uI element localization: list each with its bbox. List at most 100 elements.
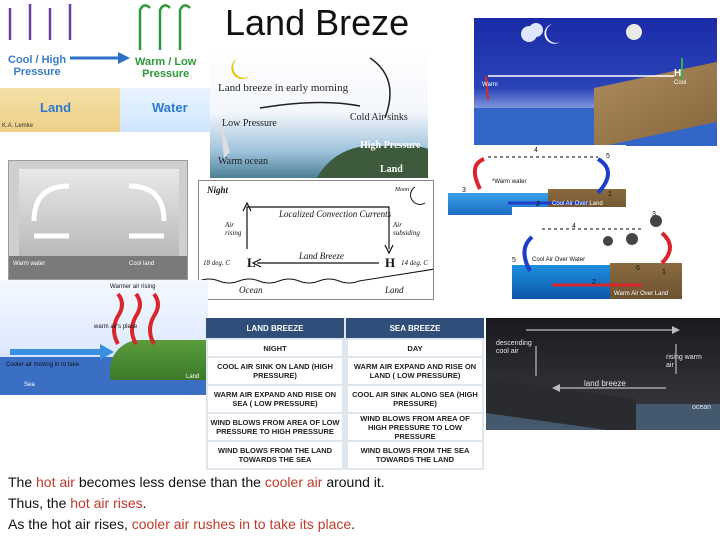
- night-scene-shapes: [485, 23, 683, 101]
- low-pressure-label: Low Pressure: [222, 118, 277, 129]
- night-label: Night: [207, 185, 229, 195]
- body-line-3: As the hot air rises, cooler air rushes …: [8, 516, 356, 532]
- warm-air-rising-diagram: Warmer air rising warm air's place Coole…: [0, 280, 208, 395]
- step-6: 6: [636, 265, 640, 272]
- gray-circulation-diagram: Warm water Cool land: [8, 160, 188, 280]
- land-area: [110, 340, 208, 380]
- water-label: Water: [152, 100, 188, 115]
- high-pressure-label: High Pressure: [360, 140, 421, 151]
- body-line-2: Thus, the hot air rises.: [8, 495, 147, 511]
- convection-title: Localized Convection Currents: [279, 209, 392, 219]
- sky-area: [19, 169, 179, 265]
- cloud-icon: [626, 233, 638, 245]
- step-2: 2: [592, 279, 596, 286]
- land-label: Land: [40, 100, 72, 115]
- cool-land-label: Cool land: [129, 261, 155, 267]
- ground-area: [9, 256, 187, 279]
- land-breeze-label: land breeze: [584, 379, 626, 388]
- step-3: 3: [652, 211, 656, 218]
- table-cell: WARM AIR EXPAND AND RISE ON SEA ( LOW PR…: [208, 386, 342, 412]
- land-breeze-label: Land Breeze: [299, 251, 344, 261]
- sea-breeze-diagram: *Warm water Cool Air Over Land 1 2 3 4 5: [448, 145, 626, 215]
- land-breeze-arrows: [522, 215, 672, 287]
- moon-label: Moon: [395, 187, 409, 193]
- cloud-icon: [626, 24, 642, 40]
- comparison-table: LAND BREEZE SEA BREEZE NIGHT DAY COOL AI…: [206, 318, 484, 470]
- table-cell: COOL AIR SINK ON LAND (HIGH PRESSURE): [208, 358, 342, 384]
- cooler-air-label: Cooler air moving in to take: [6, 362, 80, 368]
- slide-title: Land Breze: [225, 2, 410, 43]
- air-subsiding-label: Air subsiding: [393, 221, 420, 237]
- cold-air-label: Cold Air sinks: [350, 112, 408, 123]
- warm-arrow: [485, 75, 489, 101]
- table-header-land-breeze: LAND BREEZE: [206, 318, 344, 338]
- moon-icon: [76, 183, 89, 199]
- sea-breeze-arrows: [472, 156, 610, 205]
- moon-icon: [410, 186, 426, 205]
- high-letter: H: [385, 255, 396, 270]
- moon-icon: [231, 58, 250, 80]
- rising-air-arrows: [10, 292, 160, 360]
- air-rising-label: Air rising: [225, 221, 242, 237]
- sea-label: Sea: [24, 382, 35, 388]
- body-line-1: The hot air becomes less dense than the …: [8, 474, 385, 490]
- step-4: 4: [572, 223, 576, 230]
- cloud-icon: [603, 236, 613, 246]
- land-label: Land: [186, 374, 200, 380]
- step-5: 5: [606, 153, 610, 160]
- warm-air-place-label: warm air's place: [94, 324, 138, 330]
- warm-label: Warm: [482, 82, 498, 88]
- table-cell: WIND BLOWS FROM AREA OF HIGH PRESSURE TO…: [348, 414, 482, 441]
- land-area: [610, 263, 682, 299]
- cool-air-water-label: Cool Air Over Water: [532, 257, 586, 263]
- warm-water-label: Warm water: [13, 261, 46, 267]
- table-cell: NIGHT: [208, 340, 342, 356]
- temp-left-label: 18 deg. C: [203, 259, 231, 267]
- water-area: [120, 88, 210, 132]
- early-morning-diagram: Land breeze in early morning Low Pressur…: [210, 48, 428, 178]
- dark-breeze-arrows: [526, 324, 714, 392]
- warmer-air-rising-label: Warmer air rising: [110, 284, 156, 290]
- sailboat-icon: [220, 118, 230, 158]
- step-2: 2: [536, 201, 540, 208]
- caption: Land breeze in early morning: [218, 82, 349, 94]
- table-cell: WIND BLOWS FROM THE LAND TOWARDS THE SEA: [208, 442, 342, 468]
- land-breeze-diagram: Cool Air Over Water Warm Air Over Land 1…: [512, 207, 682, 299]
- step-1: 1: [608, 191, 612, 198]
- table-cell: WIND BLOWS FROM THE SEA TOWARDS THE LAND: [348, 442, 482, 468]
- land-label: Land: [385, 285, 404, 295]
- ocean-label: ocean: [692, 404, 712, 411]
- moon-icon: [544, 24, 560, 44]
- table-header-sea-breeze: SEA BREEZE: [346, 318, 484, 338]
- circulation-arrows: [31, 183, 167, 239]
- table-cell: WARM AIR EXPAND AND RISE ON LAND ( LOW P…: [348, 358, 482, 384]
- convection-arrows: [8, 4, 191, 64]
- warm-water-label: *Warm water: [492, 179, 527, 185]
- credit-label: K.A. Lemke: [2, 123, 34, 129]
- moon-icon: [701, 324, 714, 340]
- ocean-label: Ocean: [239, 285, 263, 295]
- step-1: 1: [662, 269, 666, 276]
- early-morning-shapes: [220, 57, 391, 158]
- land-label: Land: [380, 164, 403, 175]
- warm-ocean-label: Warm ocean: [218, 156, 268, 167]
- low-letter: L: [247, 255, 256, 270]
- cloud-icon: [650, 215, 662, 227]
- night-scene-diagram: H Cool Warm: [474, 18, 717, 146]
- cool-air-land-label: Cool Air Over Land: [552, 201, 603, 207]
- convection-currents-diagram: Night Moon Localized Convection Currents…: [198, 180, 434, 300]
- table-cell: WIND BLOWS FROM AREA OF LOW PRESSURE TO …: [208, 414, 342, 440]
- convection-shapes: [199, 186, 433, 284]
- table-cell: DAY: [348, 340, 482, 356]
- temp-right-label: 14 deg. C: [401, 259, 429, 267]
- step-3: 3: [462, 187, 466, 194]
- step-4: 4: [534, 147, 538, 154]
- cool-label: Cool: [674, 80, 687, 86]
- high-pressure-letter: H: [674, 68, 682, 79]
